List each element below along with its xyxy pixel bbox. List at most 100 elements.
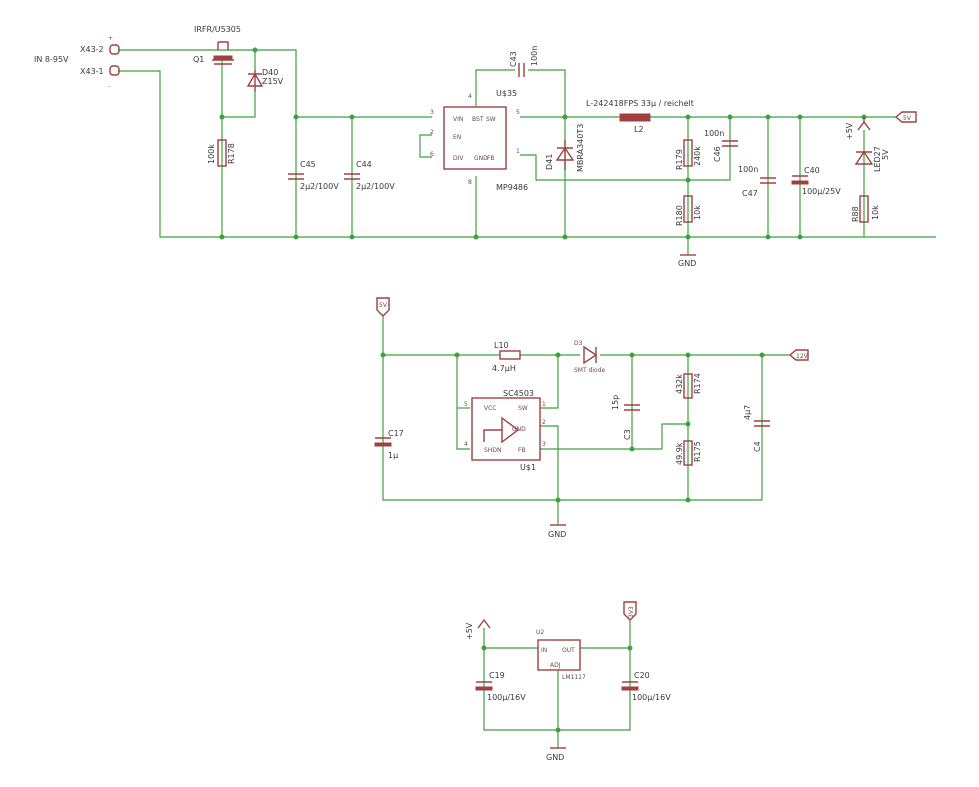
c3-value: 15p: [611, 395, 620, 410]
svg-text:3: 3: [430, 109, 434, 116]
c19-label: C19: [489, 671, 505, 680]
capacitor-c47: [760, 177, 776, 184]
mosfet-q1: [212, 41, 234, 65]
svg-text:3: 3: [542, 441, 546, 448]
l2-label: L2: [634, 125, 644, 134]
capacitor-c45: [288, 173, 304, 180]
u1-label: U$1: [520, 463, 536, 472]
capacitor-c20: [621, 681, 639, 691]
boost-converter-section: 5V L10 4.7µH D3 SMT diode SC4503 U$1 VCC…: [374, 297, 809, 539]
c4-label: C4: [753, 441, 762, 452]
r180-value: 10k: [693, 205, 702, 220]
led27: [854, 150, 874, 165]
resistor-r88: [859, 195, 869, 223]
c17-label: C17: [388, 429, 404, 438]
capacitor-c3: [624, 404, 640, 411]
ic-ldo-u2: [537, 639, 581, 671]
r174-label: R174: [693, 373, 702, 394]
gnd-label-2: GND: [548, 530, 566, 539]
svg-text:2: 2: [430, 129, 434, 136]
svg-text:FB: FB: [487, 155, 495, 162]
resistor-r179: [683, 139, 693, 167]
capacitor-c46: [722, 140, 738, 147]
svg-text:VCC: VCC: [484, 405, 496, 412]
svg-text:1: 1: [542, 401, 546, 408]
resistor-r180: [683, 195, 693, 223]
net-flag-5v: [894, 111, 917, 123]
resistor-r175: [683, 440, 693, 466]
sc4503-internal-triangle: [483, 416, 520, 444]
svg-text:GND: GND: [474, 155, 488, 162]
x43-1-label: X43-1: [80, 67, 104, 76]
svg-text:GND: GND: [512, 426, 526, 433]
led27-value: 5V: [881, 149, 890, 160]
d40-label: D40: [262, 68, 278, 77]
u2-part-label: LM1117: [562, 674, 586, 681]
l2-part-label: L-242418FPS 33µ / reichelt: [586, 99, 694, 108]
svg-text:DIV: DIV: [453, 155, 464, 162]
input-range-label: IN 8-95V: [34, 55, 69, 64]
svg-text:4: 4: [468, 93, 472, 100]
r174-value: 432k: [675, 374, 684, 394]
x43-2-label: X43-2: [80, 45, 104, 54]
zener-d40: [246, 70, 264, 92]
svg-text:1: 1: [516, 148, 520, 155]
diode-part: SMT diode: [574, 367, 606, 374]
svg-text:8: 8: [468, 179, 472, 186]
u2-label: U2: [536, 629, 544, 636]
svg-text:EN: EN: [453, 134, 461, 141]
c46-label: C46: [713, 146, 722, 162]
d40-value: Z15V: [262, 77, 284, 86]
c46-value: 100n: [704, 129, 724, 138]
capacitor-c43: [518, 63, 525, 77]
net-3v3-label: 3V3: [628, 606, 635, 618]
c47-value: 100n: [738, 165, 758, 174]
schottky-d41: [555, 140, 575, 170]
svg-text:OUT: OUT: [562, 647, 575, 654]
connector-x43-1: [109, 65, 120, 76]
l10-label: L10: [494, 341, 509, 350]
c47-label: C47: [742, 189, 758, 198]
capacitor-c40: [791, 175, 809, 185]
q1-part-label: IRFR/U5305: [194, 25, 241, 34]
net-5v-boost-label: 5V: [379, 302, 388, 309]
r88-label: R88: [851, 206, 860, 222]
ic-sc4503: [471, 397, 541, 461]
r175-value: 49.9k: [675, 442, 684, 465]
svg-text:SW: SW: [518, 405, 528, 412]
svg-text:5: 5: [516, 109, 520, 116]
r88-value: 10k: [871, 205, 880, 220]
svg-text:6: 6: [430, 151, 434, 158]
c45-label: C45: [300, 160, 316, 169]
connector-x43-2: [109, 44, 120, 55]
gnd-label-3: GND: [546, 753, 564, 762]
c20-value: 100µ/16V: [632, 693, 671, 702]
capacitor-c19: [475, 681, 493, 691]
svg-text:FB: FB: [518, 447, 526, 454]
svg-text:-: -: [108, 83, 110, 90]
buck-converter-section: IN 8-95V X43-2 X43-1 + - IRFR/U5305 Q1 D…: [34, 25, 936, 268]
ic-mp9486: [443, 106, 507, 170]
diode-boost: [583, 345, 598, 365]
svg-text:2: 2: [542, 419, 546, 426]
c45-value: 2µ2/100V: [300, 182, 339, 191]
c40-label: C40: [804, 166, 820, 175]
net-flag-3v3: [623, 601, 637, 621]
gnd-label-1: GND: [678, 259, 696, 268]
c43-label: C43: [509, 51, 518, 67]
c43-value: 100n: [530, 46, 539, 66]
svg-text:ADJ: ADJ: [550, 662, 561, 669]
svg-text:+: +: [108, 35, 113, 42]
mp9486-label: MP9486: [496, 183, 528, 192]
r179-value: 240k: [693, 146, 702, 166]
capacitor-c44: [344, 173, 360, 180]
u35-label: U$35: [496, 89, 517, 98]
c40-value: 100µ/25V: [802, 187, 841, 196]
capacitor-c17: [374, 437, 392, 447]
svg-text:4: 4: [464, 441, 468, 448]
c44-label: C44: [356, 160, 372, 169]
r178-value: 100k: [207, 144, 216, 164]
c4-value: 4µ7: [743, 405, 752, 420]
inductor-l2: [619, 113, 651, 122]
